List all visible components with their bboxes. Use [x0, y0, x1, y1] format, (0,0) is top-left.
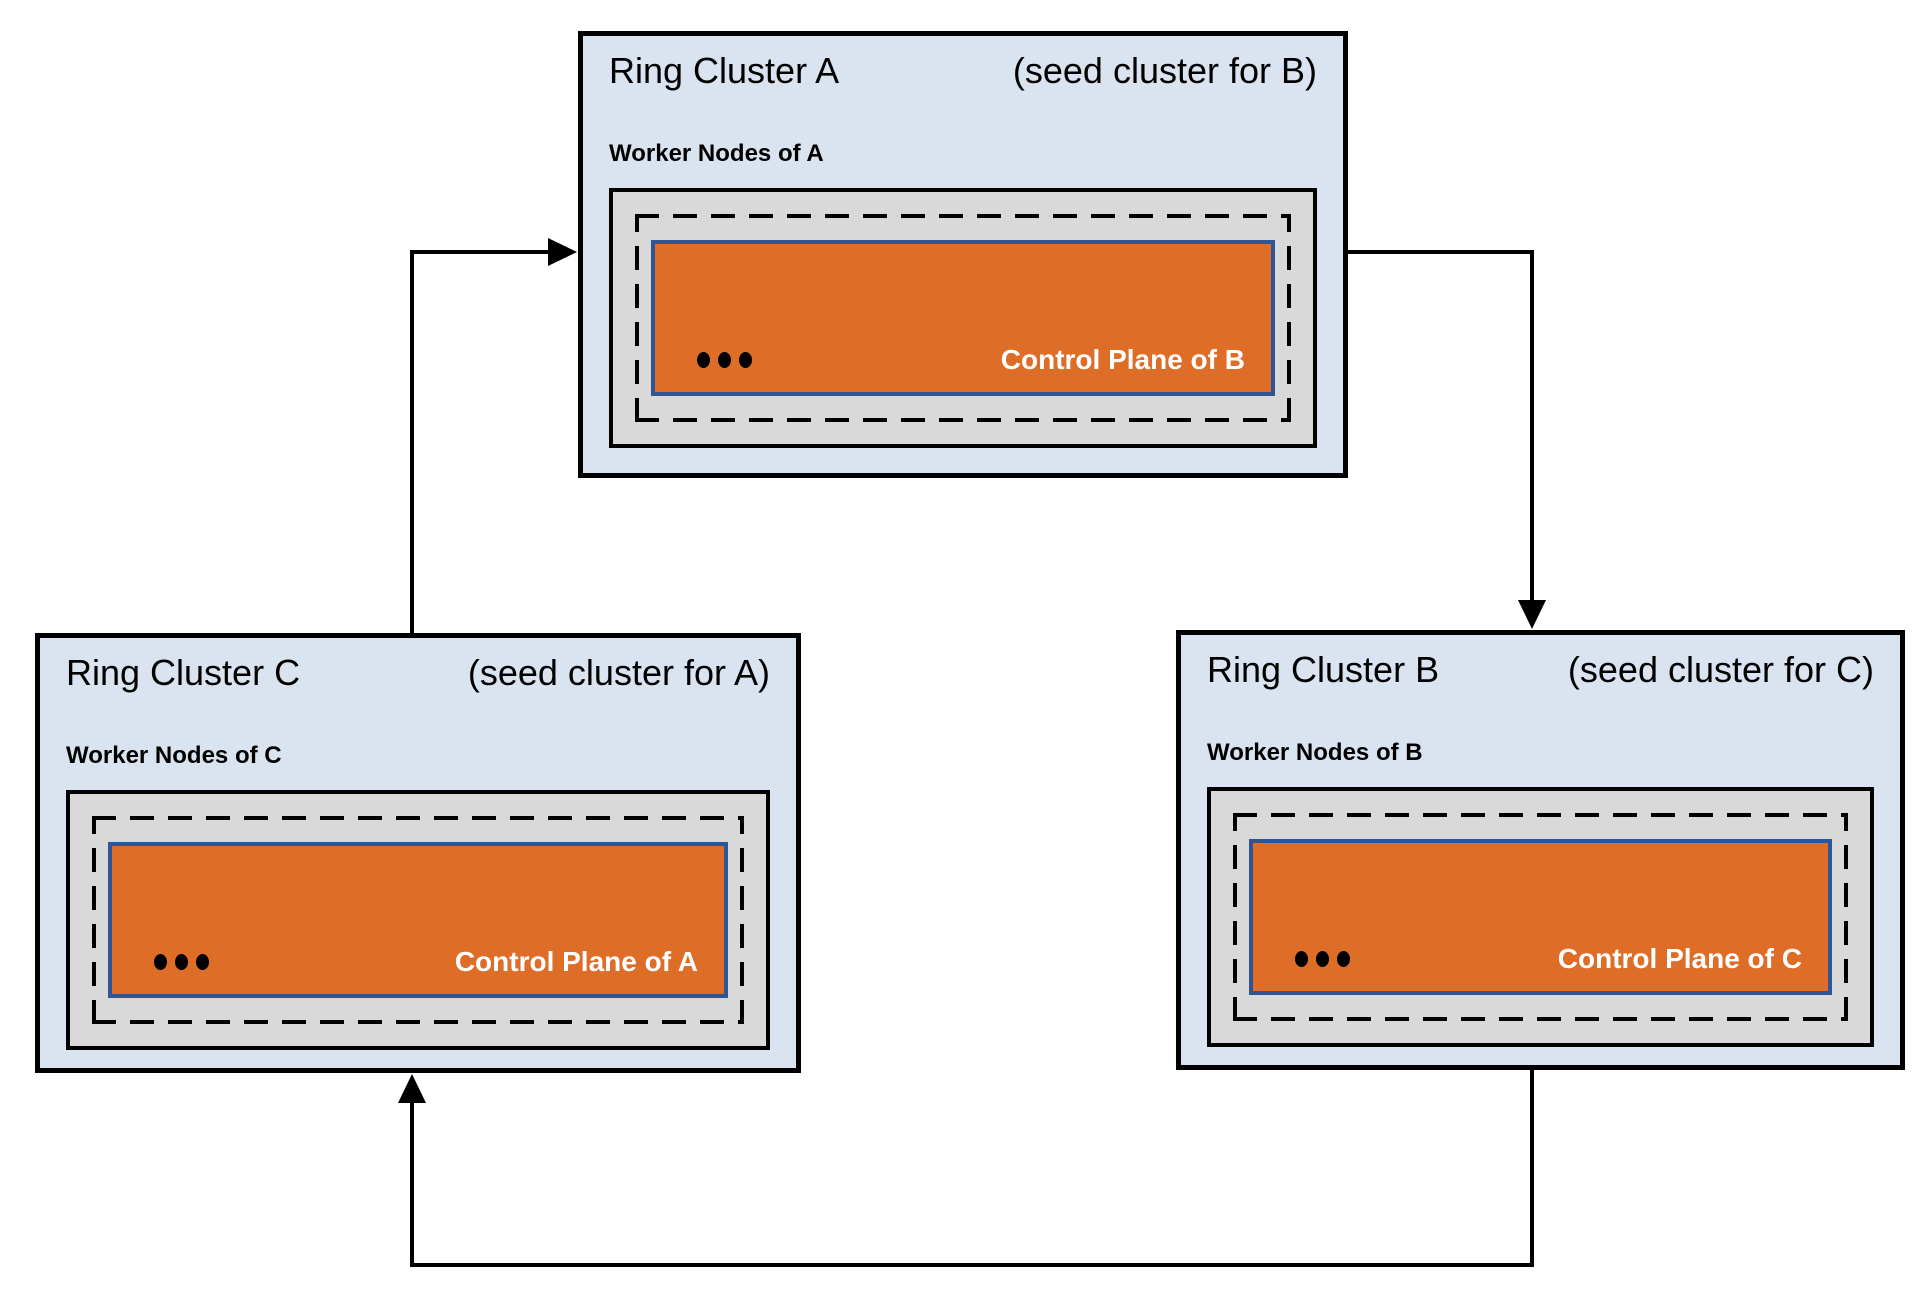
cluster-c-dashed-frame: Control Plane of A — [92, 816, 744, 1024]
ellipsis-dot — [718, 352, 731, 368]
cluster-b-control-plane-row: Control Plane of C — [1253, 943, 1828, 991]
cluster-b-worker-label: Worker Nodes of B — [1207, 739, 1423, 766]
cluster-c-worker-label: Worker Nodes of C — [66, 742, 282, 769]
cluster-c-seed-note: (seed cluster for A) — [467, 652, 770, 693]
ellipsis-dot — [1337, 951, 1350, 967]
cluster-b-control-plane-label: Control Plane of C — [1557, 943, 1802, 974]
arrow-c-to-a — [410, 238, 577, 633]
cluster-a-control-plane-row: Control Plane of B — [655, 344, 1271, 392]
ellipsis-icon — [697, 352, 752, 368]
cluster-b-title: Ring Cluster B — [1207, 649, 1440, 690]
cluster-b-seed-note: (seed cluster for C) — [1567, 649, 1874, 690]
cluster-a-control-plane-label: Control Plane of B — [1000, 344, 1245, 375]
ellipsis-dot — [1295, 951, 1308, 967]
arrow-a-to-b — [1348, 250, 1546, 629]
ellipsis-dot — [154, 954, 167, 970]
ellipsis-dot — [1316, 951, 1329, 967]
ellipsis-dot — [697, 352, 710, 368]
cluster-b-control-plane-box: Control Plane of C — [1249, 839, 1832, 995]
cluster-c-title-row: Ring Cluster C (seed cluster for A) — [40, 638, 796, 694]
cluster-c-control-plane-label: Control Plane of A — [454, 946, 698, 977]
cluster-b-title-row: Ring Cluster B (seed cluster for C) — [1181, 635, 1900, 691]
arrow-b-to-c — [398, 1070, 1534, 1267]
cluster-c-title: Ring Cluster C — [66, 652, 301, 693]
cluster-c-worker-nodes-box: Control Plane of A — [66, 790, 770, 1050]
cluster-a-seed-note: (seed cluster for B) — [1012, 50, 1317, 91]
cluster-b-box: Ring Cluster B (seed cluster for C) Work… — [1176, 630, 1905, 1070]
cluster-c-box: Ring Cluster C (seed cluster for A) Work… — [35, 633, 801, 1073]
cluster-a-dashed-frame: Control Plane of B — [635, 214, 1291, 422]
cluster-a-worker-label: Worker Nodes of A — [609, 140, 824, 167]
ellipsis-icon — [1295, 951, 1350, 967]
cluster-a-worker-nodes-box: Control Plane of B — [609, 188, 1317, 448]
cluster-a-control-plane-box: Control Plane of B — [651, 240, 1275, 396]
cluster-b-worker-nodes-box: Control Plane of C — [1207, 787, 1874, 1047]
ellipsis-dot — [739, 352, 752, 368]
cluster-c-control-plane-row: Control Plane of A — [112, 946, 724, 994]
cluster-a-title-row: Ring Cluster A (seed cluster for B) — [583, 36, 1343, 92]
ellipsis-dot — [196, 954, 209, 970]
ellipsis-icon — [154, 954, 209, 970]
cluster-b-dashed-frame: Control Plane of C — [1233, 813, 1848, 1021]
cluster-a-box: Ring Cluster A (seed cluster for B) Work… — [578, 31, 1348, 478]
cluster-a-title: Ring Cluster A — [609, 50, 840, 91]
ellipsis-dot — [175, 954, 188, 970]
cluster-c-control-plane-box: Control Plane of A — [108, 842, 728, 998]
